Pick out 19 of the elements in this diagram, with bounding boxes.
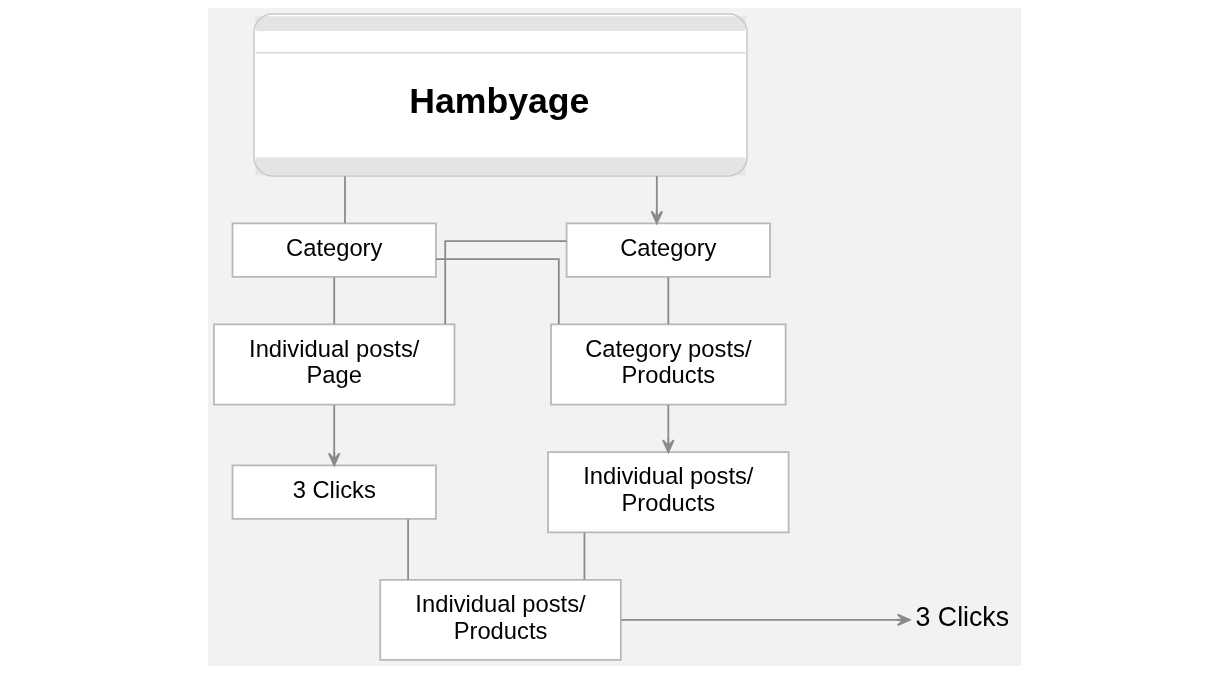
connector xyxy=(666,276,669,326)
arrow xyxy=(619,613,910,627)
node-box: Individual posts/ Products xyxy=(378,578,622,661)
node-box: Individual posts/ Products xyxy=(546,451,789,534)
node-box: Category xyxy=(231,222,437,278)
connector xyxy=(443,240,567,325)
arrow xyxy=(661,404,675,453)
node-box: Category posts/ Products xyxy=(549,323,787,406)
connector xyxy=(434,258,560,325)
arrow xyxy=(327,404,340,467)
arrow xyxy=(650,175,663,225)
node-box: Individual posts/ Page xyxy=(212,323,455,406)
connector xyxy=(343,175,346,225)
connector xyxy=(583,531,585,581)
connector xyxy=(406,518,409,581)
connector xyxy=(332,276,335,326)
node-box: 3 Clicks xyxy=(231,464,437,520)
node-box: Category xyxy=(565,222,771,278)
node-text: 3 Clicks xyxy=(915,602,1009,633)
